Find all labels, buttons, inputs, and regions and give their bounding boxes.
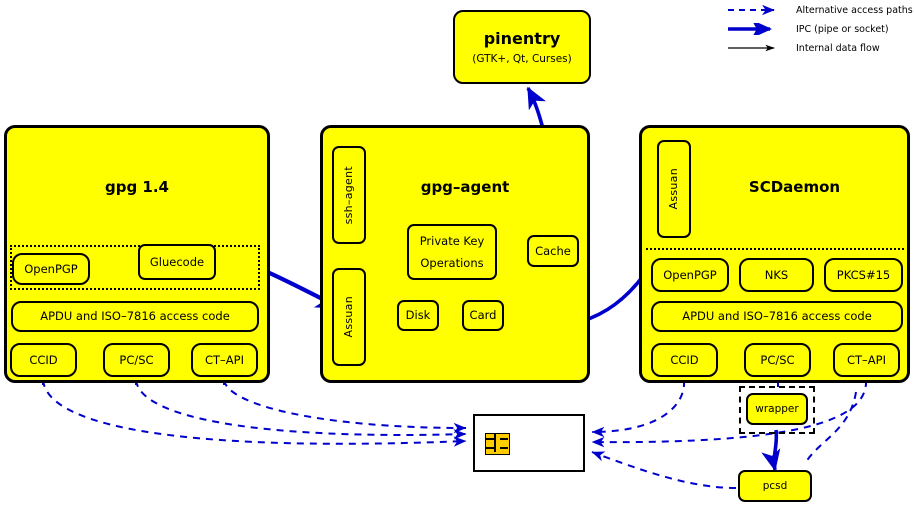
legend-dashed-arrow-icon bbox=[728, 4, 775, 16]
altpath-gpg-ctapi-to-card bbox=[223, 379, 467, 434]
scdaemon-reader-ccid[interactable]: CCID bbox=[651, 343, 718, 377]
gpg-agent-sshagent-box[interactable]: ssh–agent bbox=[332, 146, 366, 244]
gpg-agent-sshagent-label: ssh–agent bbox=[342, 165, 356, 225]
wrapper-dashed-region bbox=[739, 386, 815, 434]
legend-thin-arrow-icon bbox=[728, 44, 775, 52]
legend-label-alternative-access-paths: Alternative access paths bbox=[796, 4, 913, 16]
scdaemon-reader-ctapi[interactable]: CT–API bbox=[833, 343, 900, 377]
scdaemon-reader-ccid-label: CCID bbox=[670, 352, 699, 367]
pinentry-subtitle: (GTK+, Qt, Curses) bbox=[472, 53, 572, 65]
gpg-openpgp-dotted-region bbox=[10, 245, 260, 290]
smartcard-chip-contact bbox=[500, 438, 508, 440]
scdaemon-assuan-label: Assuan bbox=[667, 168, 681, 210]
legend-label-ipc: IPC (pipe or socket) bbox=[796, 23, 889, 35]
pcsd-label: pcsd bbox=[762, 480, 788, 492]
scdaemon-app-pkcs15-label: PKCS#15 bbox=[836, 267, 891, 282]
pcsd-box[interactable]: pcsd bbox=[738, 470, 812, 502]
scdaemon-panel-title: SCDaemon bbox=[748, 178, 841, 196]
gpg-apdu-label: APDU and ISO–7816 access code bbox=[40, 309, 230, 324]
scdaemon-app-pkcs15[interactable]: PKCS#15 bbox=[824, 258, 903, 292]
private-key-operations-line1: Private Key bbox=[419, 234, 485, 249]
private-key-operations-box[interactable]: Private Key Operations bbox=[407, 224, 497, 280]
altpath-gpg-pcsc-to-card bbox=[135, 379, 467, 440]
scdaemon-apdu-label: APDU and ISO–7816 access code bbox=[682, 309, 872, 324]
scdaemon-assuan-box[interactable]: Assuan bbox=[657, 140, 691, 238]
legend: Alternative access paths IPC (pipe or so… bbox=[726, 4, 914, 54]
smartcard-chip-contact bbox=[500, 447, 508, 449]
wrapper-box[interactable]: wrapper bbox=[746, 393, 808, 425]
gpg-reader-pcsc-label: PC/SC bbox=[119, 352, 154, 367]
altpath-scd-ctapi-to-card bbox=[591, 379, 868, 448]
legend-thick-arrow-icon bbox=[728, 23, 773, 35]
gpg-reader-pcsc[interactable]: PC/SC bbox=[103, 343, 170, 377]
legend-row-internal-data-flow: Internal data flow bbox=[726, 42, 880, 54]
altpath-scd-ccid-to-card bbox=[591, 379, 686, 438]
gpg-reader-ccid-label: CCID bbox=[29, 352, 58, 367]
scdaemon-apdu-box[interactable]: APDU and ISO–7816 access code bbox=[651, 301, 903, 332]
gpg-agent-assuan-label: Assuan bbox=[342, 296, 356, 338]
legend-row-ipc: IPC (pipe or socket) bbox=[726, 23, 889, 35]
scdaemon-divider bbox=[646, 248, 904, 250]
gpg-agent-panel-title: gpg–agent bbox=[420, 178, 510, 196]
scdaemon-app-nks-label: NKS bbox=[764, 267, 789, 282]
scdaemon-reader-ctapi-label: CT–API bbox=[847, 352, 886, 367]
smartcard-chip-contact bbox=[494, 434, 496, 452]
altpath-gpg-ccid-to-card bbox=[42, 379, 467, 447]
altpath-scd-to-pcsd-curve bbox=[805, 391, 857, 463]
gpg-agent-disk-label: Disk bbox=[405, 308, 431, 323]
scdaemon-app-openpgp-label: OpenPGP bbox=[663, 267, 717, 282]
gpg-gluecode-label: Gluecode bbox=[149, 254, 205, 269]
gpg-openpgp-label: OpenPGP bbox=[24, 261, 78, 276]
wrapper-label: wrapper bbox=[755, 403, 799, 415]
gpg-reader-ctapi[interactable]: CT–API bbox=[191, 343, 258, 377]
smartcard-chip-contact bbox=[486, 438, 494, 440]
gpg-gluecode-box[interactable]: Gluecode bbox=[138, 244, 216, 280]
private-key-operations-line2: Operations bbox=[420, 255, 484, 270]
pinentry-box[interactable]: pinentry (GTK+, Qt, Curses) bbox=[453, 10, 591, 84]
scdaemon-app-nks[interactable]: NKS bbox=[739, 258, 814, 292]
smartcard-chip-contact bbox=[486, 447, 494, 449]
ipc-wrapper-to-pcsd bbox=[761, 429, 781, 472]
scdaemon-app-openpgp[interactable]: OpenPGP bbox=[651, 258, 729, 292]
gpg-agent-cache-label: Cache bbox=[535, 243, 571, 258]
gpg-openpgp-box[interactable]: OpenPGP bbox=[12, 253, 90, 285]
gpg-agent-cache-box[interactable]: Cache bbox=[527, 235, 579, 267]
gpg-reader-ctapi-label: CT–API bbox=[205, 352, 244, 367]
gpg-agent-card-box[interactable]: Card bbox=[462, 300, 504, 331]
scdaemon-reader-pcsc[interactable]: PC/SC bbox=[744, 343, 811, 377]
legend-row-alternative-access-paths: Alternative access paths bbox=[726, 4, 913, 16]
pinentry-title: pinentry bbox=[483, 29, 561, 48]
legend-label-internal-data-flow: Internal data flow bbox=[796, 42, 880, 54]
altpath-pcsd-to-card bbox=[591, 451, 737, 489]
gpg-reader-ccid[interactable]: CCID bbox=[10, 343, 77, 377]
gpg-panel-title: gpg 1.4 bbox=[104, 178, 169, 196]
gpg-apdu-box[interactable]: APDU and ISO–7816 access code bbox=[11, 301, 259, 332]
smartcard-chip-icon bbox=[485, 433, 510, 455]
gpg-agent-disk-box[interactable]: Disk bbox=[397, 300, 439, 331]
gpg-agent-card-label: Card bbox=[469, 308, 497, 323]
scdaemon-reader-pcsc-label: PC/SC bbox=[760, 352, 795, 367]
gpg-agent-assuan-box[interactable]: Assuan bbox=[332, 268, 366, 366]
